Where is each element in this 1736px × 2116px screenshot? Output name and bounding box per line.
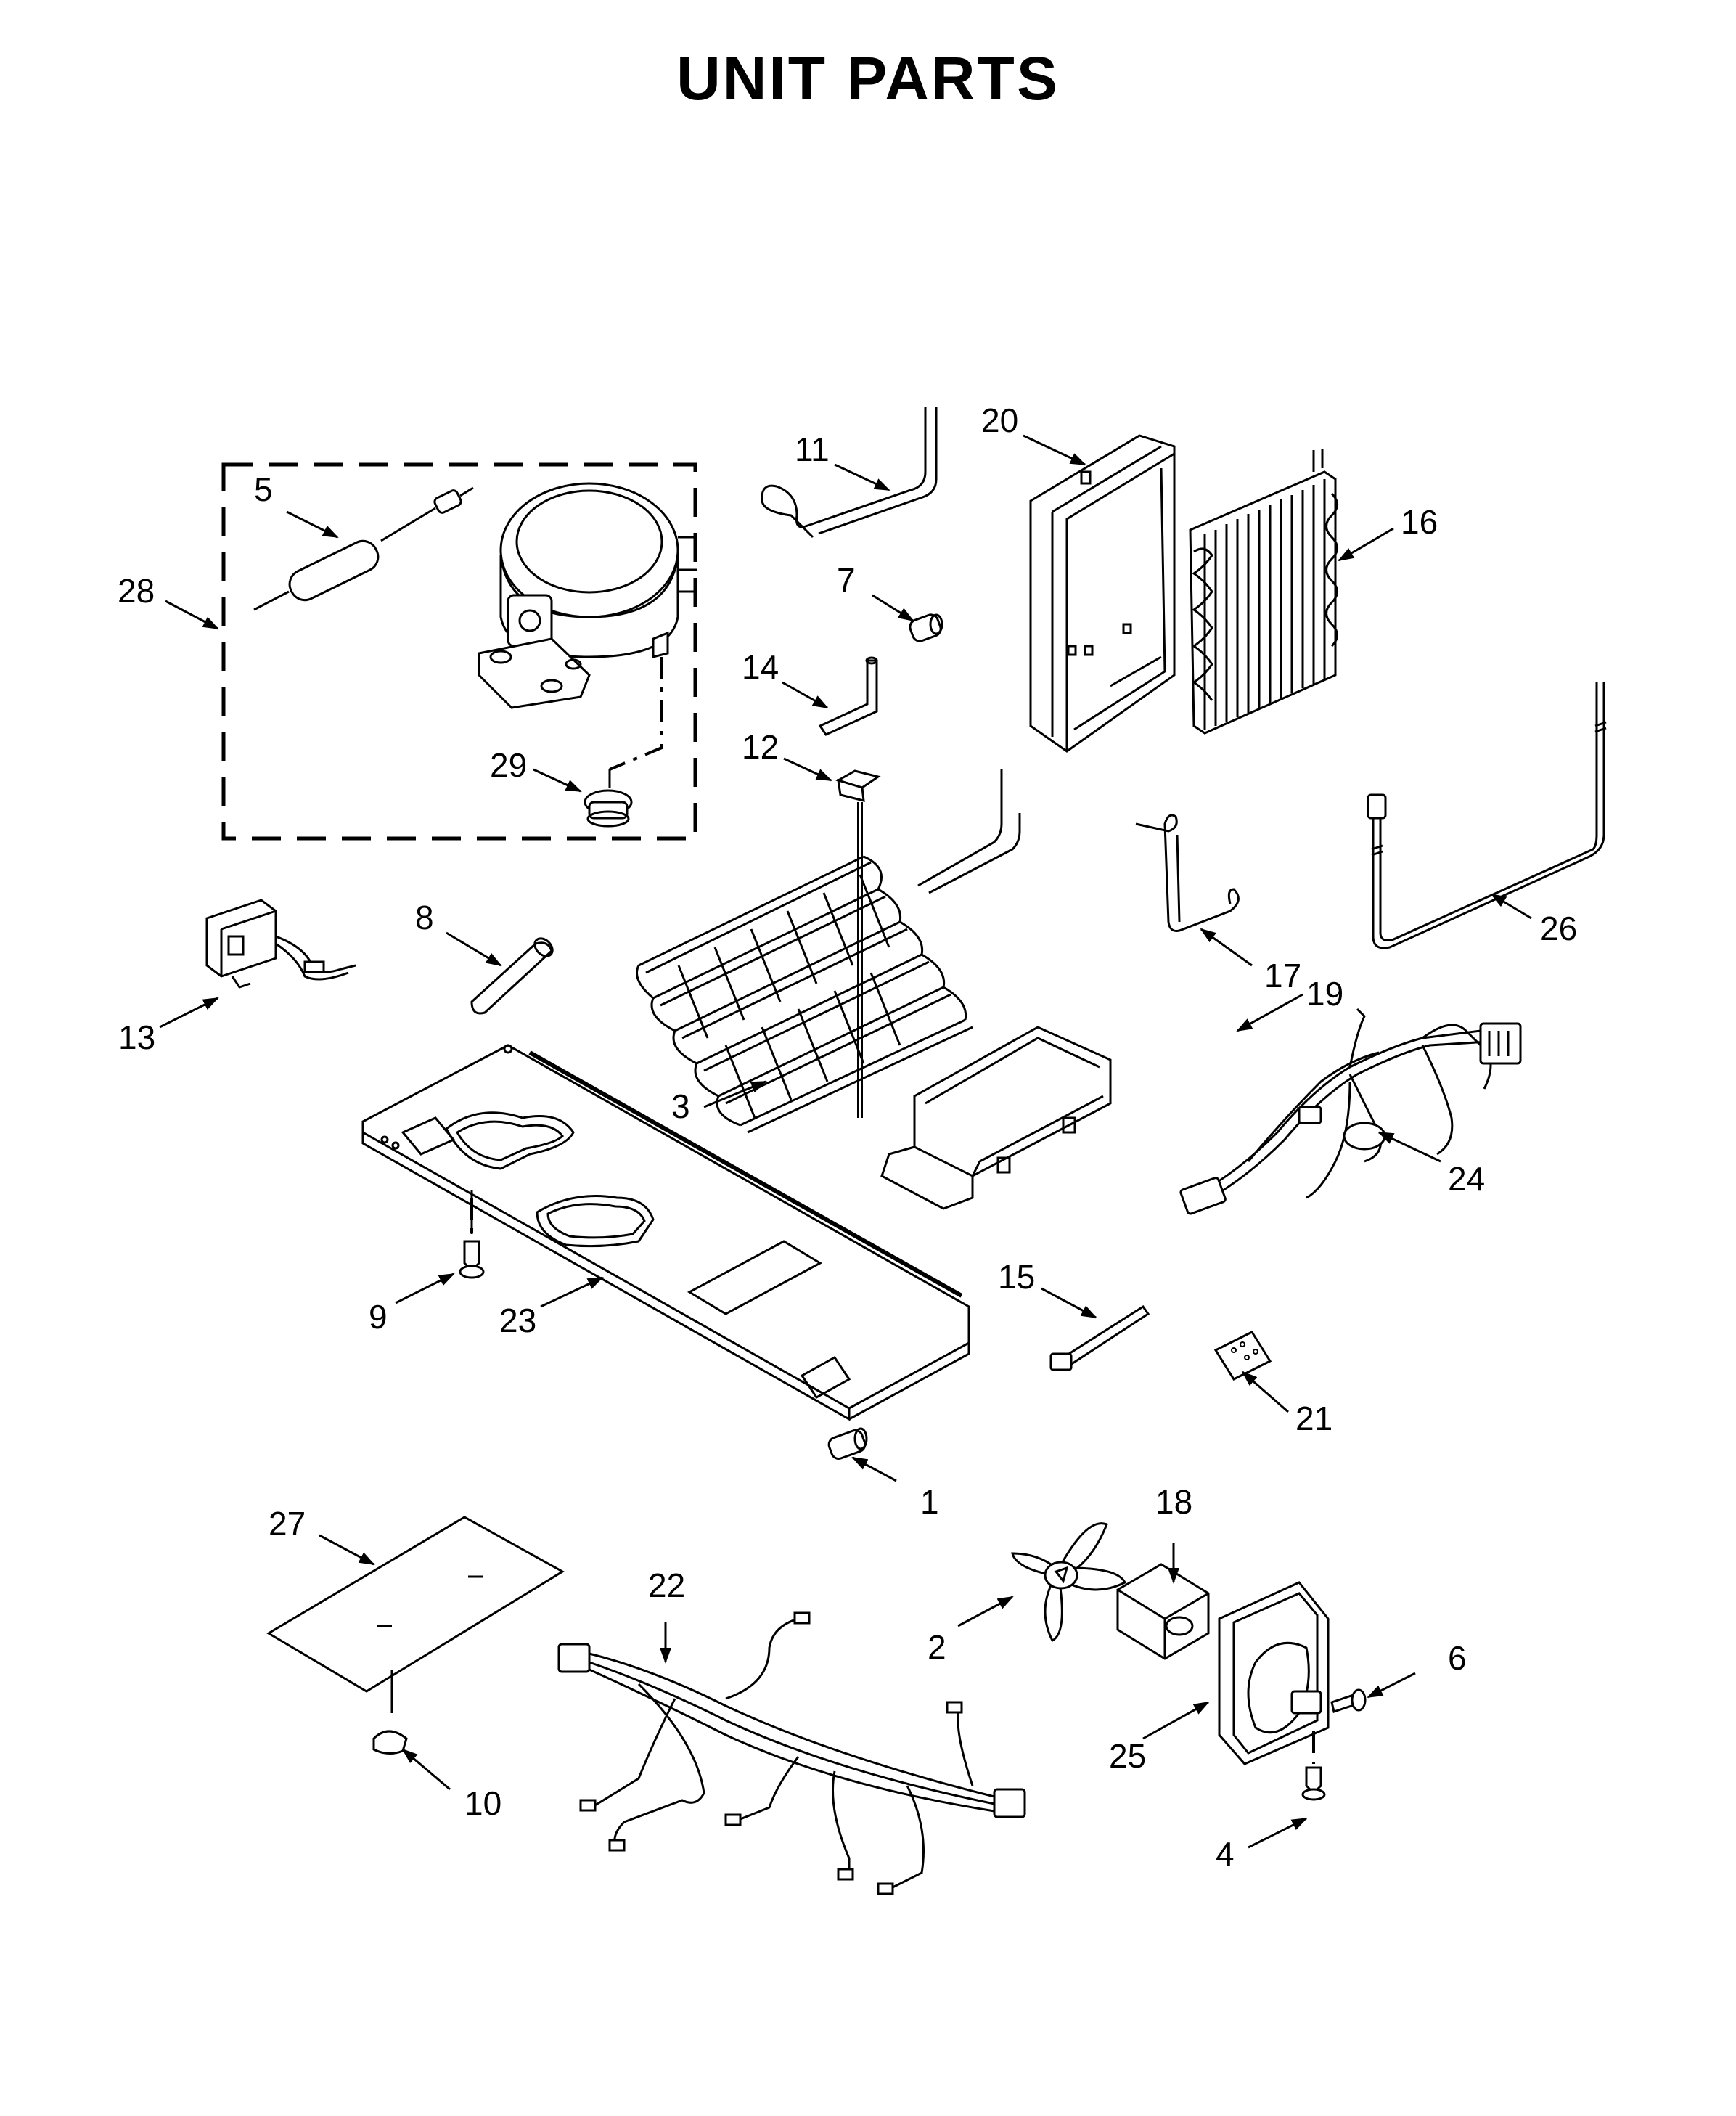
callout-23: 23	[499, 1302, 536, 1339]
base-plate-part-23	[361, 1044, 970, 1421]
cylinder-part-1	[827, 1427, 868, 1460]
condenser-coil-part	[636, 769, 1021, 1134]
filter-drier-part	[253, 486, 474, 611]
callout-9: 9	[369, 1298, 388, 1336]
callout-13: 13	[118, 1018, 155, 1056]
callout-17: 17	[1264, 957, 1301, 994]
callout-18: 18	[1155, 1483, 1192, 1521]
callout-14: 14	[742, 648, 779, 686]
callout-5: 5	[254, 470, 273, 508]
callout-28: 28	[118, 572, 155, 610]
callout-27: 27	[269, 1505, 306, 1543]
callout-7: 7	[837, 561, 856, 599]
callout-29: 29	[490, 746, 527, 784]
callout-21: 21	[1295, 1400, 1332, 1437]
callout-16: 16	[1401, 503, 1438, 541]
control-module-part-13	[205, 899, 356, 989]
callout-25: 25	[1109, 1737, 1146, 1775]
cable-tie-part-15	[1049, 1304, 1150, 1371]
callout-26: 26	[1540, 910, 1577, 947]
callout-1: 1	[920, 1483, 939, 1521]
bracket-part-17	[1135, 814, 1240, 932]
diagram-title: UNIT PARTS	[676, 44, 1060, 113]
fan-blade-part-2	[1011, 1522, 1127, 1643]
fan-motor-part-18	[1116, 1563, 1210, 1660]
drain-pan-part-19	[880, 1026, 1112, 1210]
clip-part-12	[835, 769, 881, 802]
callout-8: 8	[415, 899, 434, 936]
evaporator-cover-part	[1029, 434, 1176, 753]
callout-6: 6	[1448, 1639, 1467, 1677]
evaporator-coil-part	[1189, 449, 1338, 735]
fan-shroud-part-25	[1218, 1581, 1330, 1765]
tube-part-11	[761, 407, 938, 539]
pad-part-21	[1213, 1331, 1272, 1381]
callout-3: 3	[671, 1087, 690, 1125]
callout-20: 20	[981, 401, 1018, 439]
wire-harness-part-26	[1367, 682, 1607, 949]
sleeve-part-8	[470, 937, 554, 1015]
callout-24: 24	[1448, 1160, 1485, 1198]
callout-labels: 28 5 29 11 7 14 12 20 16 8 13 3 17 19 26…	[118, 401, 1577, 1873]
callout-19: 19	[1306, 975, 1343, 1013]
screw-part-9	[459, 1198, 485, 1279]
callout-4: 4	[1216, 1835, 1235, 1873]
power-harness-part-24	[1179, 1008, 1522, 1215]
callout-12: 12	[742, 728, 779, 766]
callout-2: 2	[928, 1628, 946, 1666]
callout-15: 15	[998, 1258, 1035, 1296]
screw-part-6	[1330, 1688, 1367, 1713]
cylinder-part-7	[909, 613, 943, 642]
leader-arrows	[159, 434, 1532, 1849]
compressor-grommet-part	[584, 769, 633, 828]
compressor-kit-dashed-box	[221, 462, 697, 841]
screw-part-4	[1301, 1731, 1326, 1801]
callout-10: 10	[464, 1784, 501, 1822]
clip-part-10	[372, 1730, 408, 1755]
main-harness-part-22	[557, 1611, 1026, 1895]
callout-22: 22	[648, 1566, 685, 1604]
callout-11: 11	[795, 430, 830, 468]
compressor-part	[478, 482, 697, 771]
tube-part-14	[818, 656, 878, 736]
insulation-sheet-part-27	[266, 1516, 565, 1713]
